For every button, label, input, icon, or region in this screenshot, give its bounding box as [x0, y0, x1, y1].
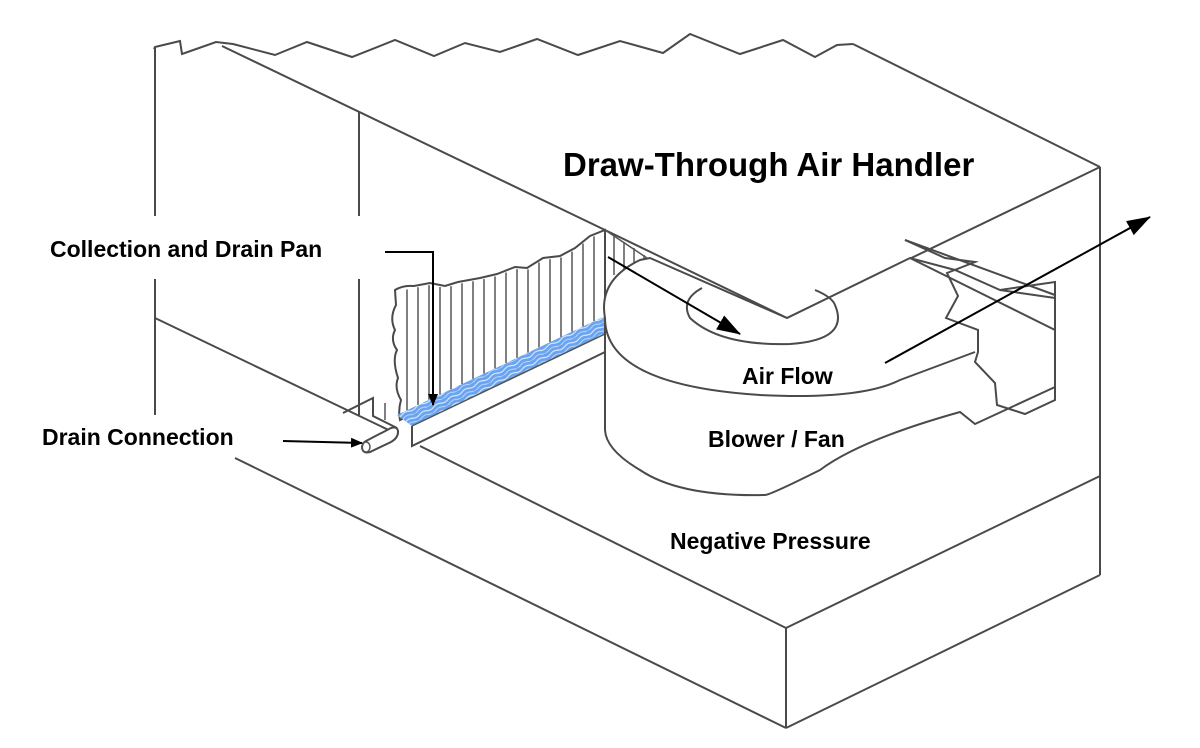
- floor-edge-front-left: [234, 457, 787, 729]
- air-out-arrow: [884, 216, 1151, 364]
- cabinet-top-broken-edge: [153, 32, 854, 59]
- drain-pan-inner-edge: [411, 333, 606, 427]
- pan-callout-leader: [385, 251, 438, 406]
- roof-slab-right-inner: [904, 239, 1056, 296]
- drain-pipe: [360, 426, 400, 454]
- drain-callout-leader: [282, 437, 363, 448]
- coil-top-right-edge: [604, 229, 651, 261]
- label-blower-fan: Blower / Fan: [708, 426, 845, 452]
- roof-slab-right-outer: [909, 257, 1056, 331]
- air-flow-arrows: [607, 216, 1151, 364]
- blower-inlet-ring: [686, 287, 839, 346]
- base-top-left: [419, 445, 787, 629]
- diagram-title: Draw-Through Air Handler: [563, 146, 974, 183]
- coil-hatch: [406, 236, 595, 411]
- drain-pan-water: [397, 316, 605, 426]
- base-bottom-right: [785, 574, 1101, 729]
- cabinet-top-right-edge: [852, 43, 1101, 168]
- label-negative-pressure: Negative Pressure: [670, 528, 871, 554]
- drain-pipe-body: [360, 426, 400, 454]
- cooling-coil: [391, 228, 651, 422]
- drain-pan: [342, 316, 606, 448]
- floor-edge-upper: [154, 317, 398, 435]
- label-drain-connection: Drain Connection: [42, 424, 234, 450]
- base-top-right: [785, 475, 1101, 629]
- cabinet-roof-diagonal: [221, 45, 606, 231]
- blower-cutaway-edge: [904, 239, 1056, 416]
- label-air-flow: Air Flow: [742, 363, 833, 389]
- label-collection-drain-pan: Collection and Drain Pan: [50, 236, 322, 262]
- drain-pan-front-lip: [411, 351, 606, 448]
- callout-leaders: [282, 251, 438, 448]
- blower-top-rim: [604, 317, 976, 397]
- drain-pan-left-edge: [342, 396, 398, 429]
- coil-outline: [391, 228, 606, 422]
- air-in-arrow: [607, 256, 741, 335]
